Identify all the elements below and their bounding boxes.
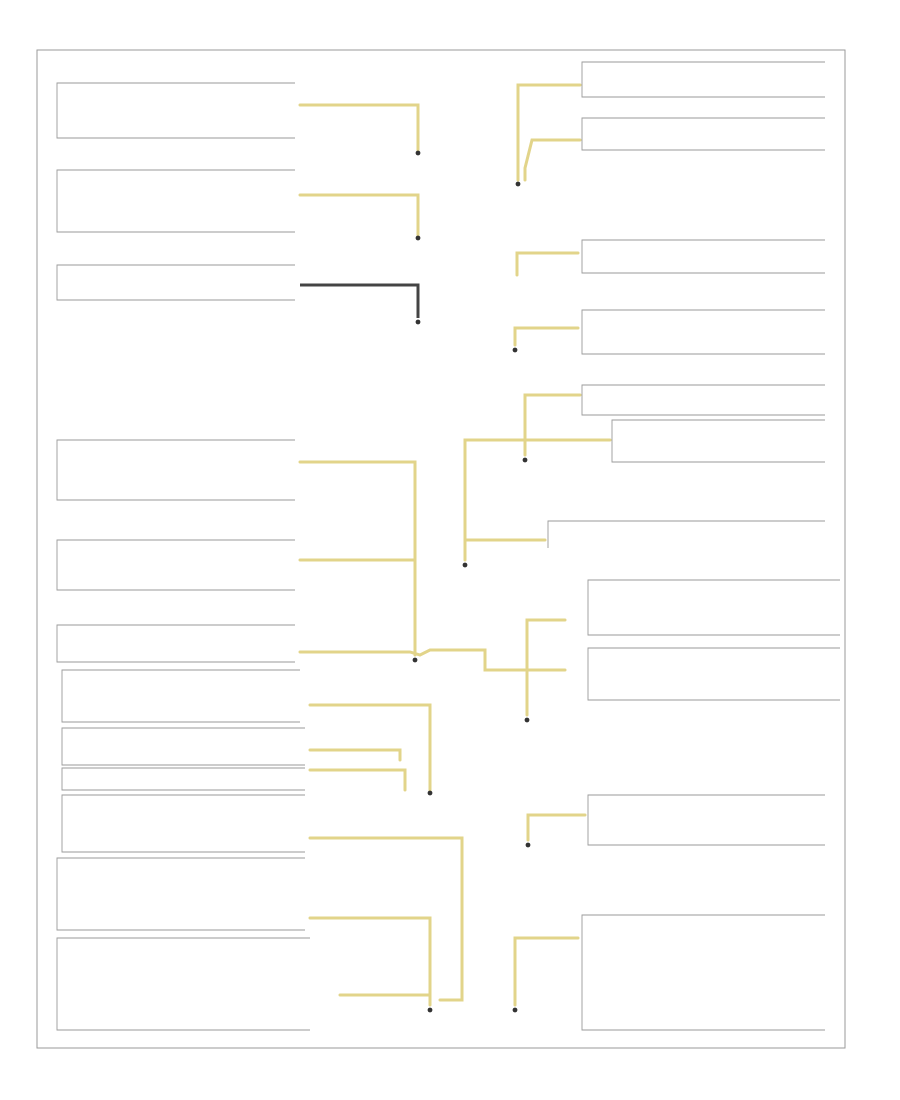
ground-4-symbol <box>515 181 521 187</box>
ground-9 <box>525 842 531 848</box>
ground-2-symbol <box>415 235 421 241</box>
wire-g3-black <box>300 283 420 318</box>
ground-1-symbol <box>415 150 421 156</box>
wires <box>298 83 612 1007</box>
left-box-8 <box>61 727 305 766</box>
left-box-12 <box>56 937 310 1031</box>
diagram-frame <box>36 49 846 1049</box>
ground-10-symbol <box>427 1007 433 1013</box>
wire-trunk-3 <box>298 648 527 672</box>
right-component-boxes <box>547 61 840 1031</box>
ground-9-symbol <box>525 842 531 848</box>
ground-14 <box>524 717 530 723</box>
right-box-1 <box>581 61 825 98</box>
left-box-11 <box>56 857 305 931</box>
ground-10 <box>427 1007 433 1013</box>
right-box-5 <box>581 384 825 416</box>
right-box-7 <box>547 520 825 548</box>
right-box-9 <box>587 647 840 701</box>
right-box-3 <box>581 239 825 274</box>
wire-tr-1 <box>516 83 582 182</box>
ground-1 <box>415 150 421 156</box>
ground-7-symbol <box>412 657 418 663</box>
left-box-4 <box>56 439 295 501</box>
right-box-4 <box>581 309 825 355</box>
right-box-2 <box>581 117 825 151</box>
ground-2 <box>415 235 421 241</box>
ground-3 <box>415 319 421 325</box>
right-box-8 <box>587 579 840 636</box>
ground-13-symbol <box>462 562 468 568</box>
wire-r7 <box>463 538 547 562</box>
ground-4 <box>515 181 521 187</box>
ground-5 <box>512 347 518 353</box>
wire-l11 <box>308 916 432 1007</box>
ground-6 <box>522 457 528 463</box>
left-box-6 <box>56 624 295 663</box>
left-box-2 <box>56 169 295 233</box>
wire-r11 <box>513 936 580 1007</box>
right-box-6 <box>611 419 825 463</box>
right-box-11 <box>581 914 825 1031</box>
ground-11 <box>512 1007 518 1013</box>
wire-l10 <box>308 836 464 1002</box>
wire-g2 <box>298 193 420 237</box>
ground-points <box>412 150 531 1013</box>
wire-r3 <box>515 251 580 277</box>
right-box-10 <box>587 794 825 846</box>
wire-splice-right <box>525 618 567 717</box>
ground-7 <box>412 657 418 663</box>
left-box-3 <box>56 264 295 301</box>
left-component-boxes <box>56 82 310 1031</box>
left-box-5 <box>56 539 295 591</box>
wire-g1 <box>298 103 420 152</box>
left-box-7 <box>61 669 300 723</box>
wire-r10 <box>526 813 587 842</box>
ground-8-symbol <box>427 790 433 796</box>
left-box-9 <box>61 767 305 791</box>
ground-13 <box>462 562 468 568</box>
ground-14-symbol <box>524 717 530 723</box>
ground-5-symbol <box>512 347 518 353</box>
wire-l8 <box>308 748 402 762</box>
wire-l7 <box>308 703 432 792</box>
left-box-10 <box>61 794 305 853</box>
wire-r5 <box>523 393 582 457</box>
wire-trunk <box>298 460 417 657</box>
ground-11-symbol <box>512 1007 518 1013</box>
wire-r4 <box>513 326 580 347</box>
wire-tr-2 <box>523 138 582 182</box>
left-box-1 <box>56 82 295 139</box>
ground-8 <box>427 790 433 796</box>
wire-r6 <box>463 438 612 542</box>
ground-3-symbol <box>415 319 421 325</box>
ground-6-symbol <box>522 457 528 463</box>
wire-l9 <box>308 768 407 792</box>
